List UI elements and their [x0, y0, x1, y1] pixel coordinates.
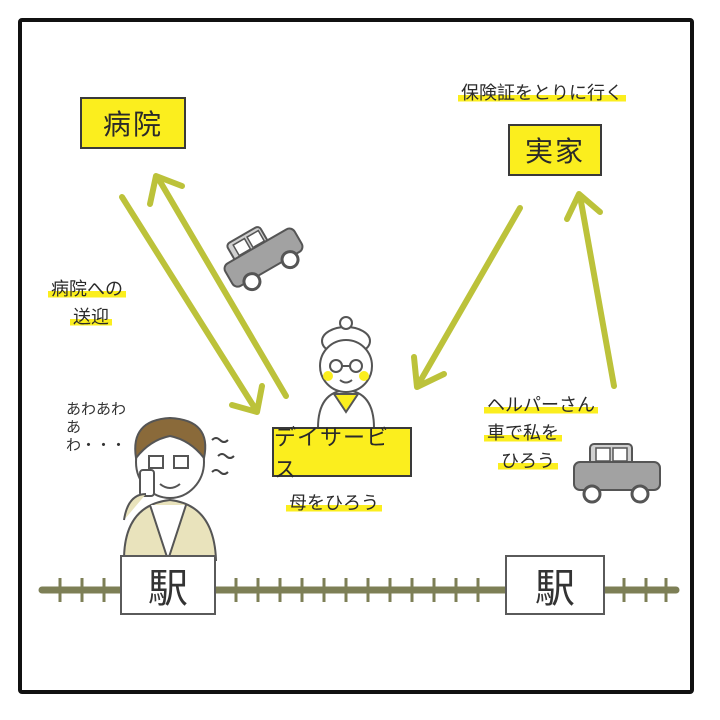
insurance-card-note: 保険証をとりに行く	[458, 80, 626, 108]
station-left: 駅	[120, 555, 216, 615]
helper-line-1: ヘルパーさん	[484, 395, 598, 416]
grandmother-icon	[316, 316, 376, 429]
car-icon	[223, 226, 304, 292]
arrow-dayservice-to-hospital	[147, 173, 289, 399]
pick-up-mother-note: 母をひろう	[286, 490, 382, 518]
arrow-helper-to-home	[564, 191, 617, 389]
hospital-transfer-note: 病院への 送迎	[48, 276, 126, 332]
family-home-box: 実家	[508, 124, 602, 176]
helper-line-3: ひろう	[498, 450, 558, 472]
arrow-home-to-dayservice	[411, 205, 523, 390]
hospital-transfer-line-1: 病院への	[48, 279, 126, 300]
car-icon	[573, 443, 661, 504]
arrow-hospital-to-dayservice	[119, 194, 265, 415]
phone-voice-text: あわあわ あわ・・・	[66, 400, 127, 454]
person-on-phone-icon	[122, 416, 218, 564]
station-right: 駅	[505, 555, 605, 615]
hospital-box: 病院	[80, 97, 186, 149]
helper-line-2: 車で私を	[484, 422, 562, 444]
hospital-transfer-line-2: 送迎	[70, 306, 112, 328]
excitement-marks	[211, 437, 235, 475]
day-service-box: デイサービス	[272, 426, 412, 483]
helper-note: ヘルパーさん 車で私を ひろう	[484, 392, 598, 476]
